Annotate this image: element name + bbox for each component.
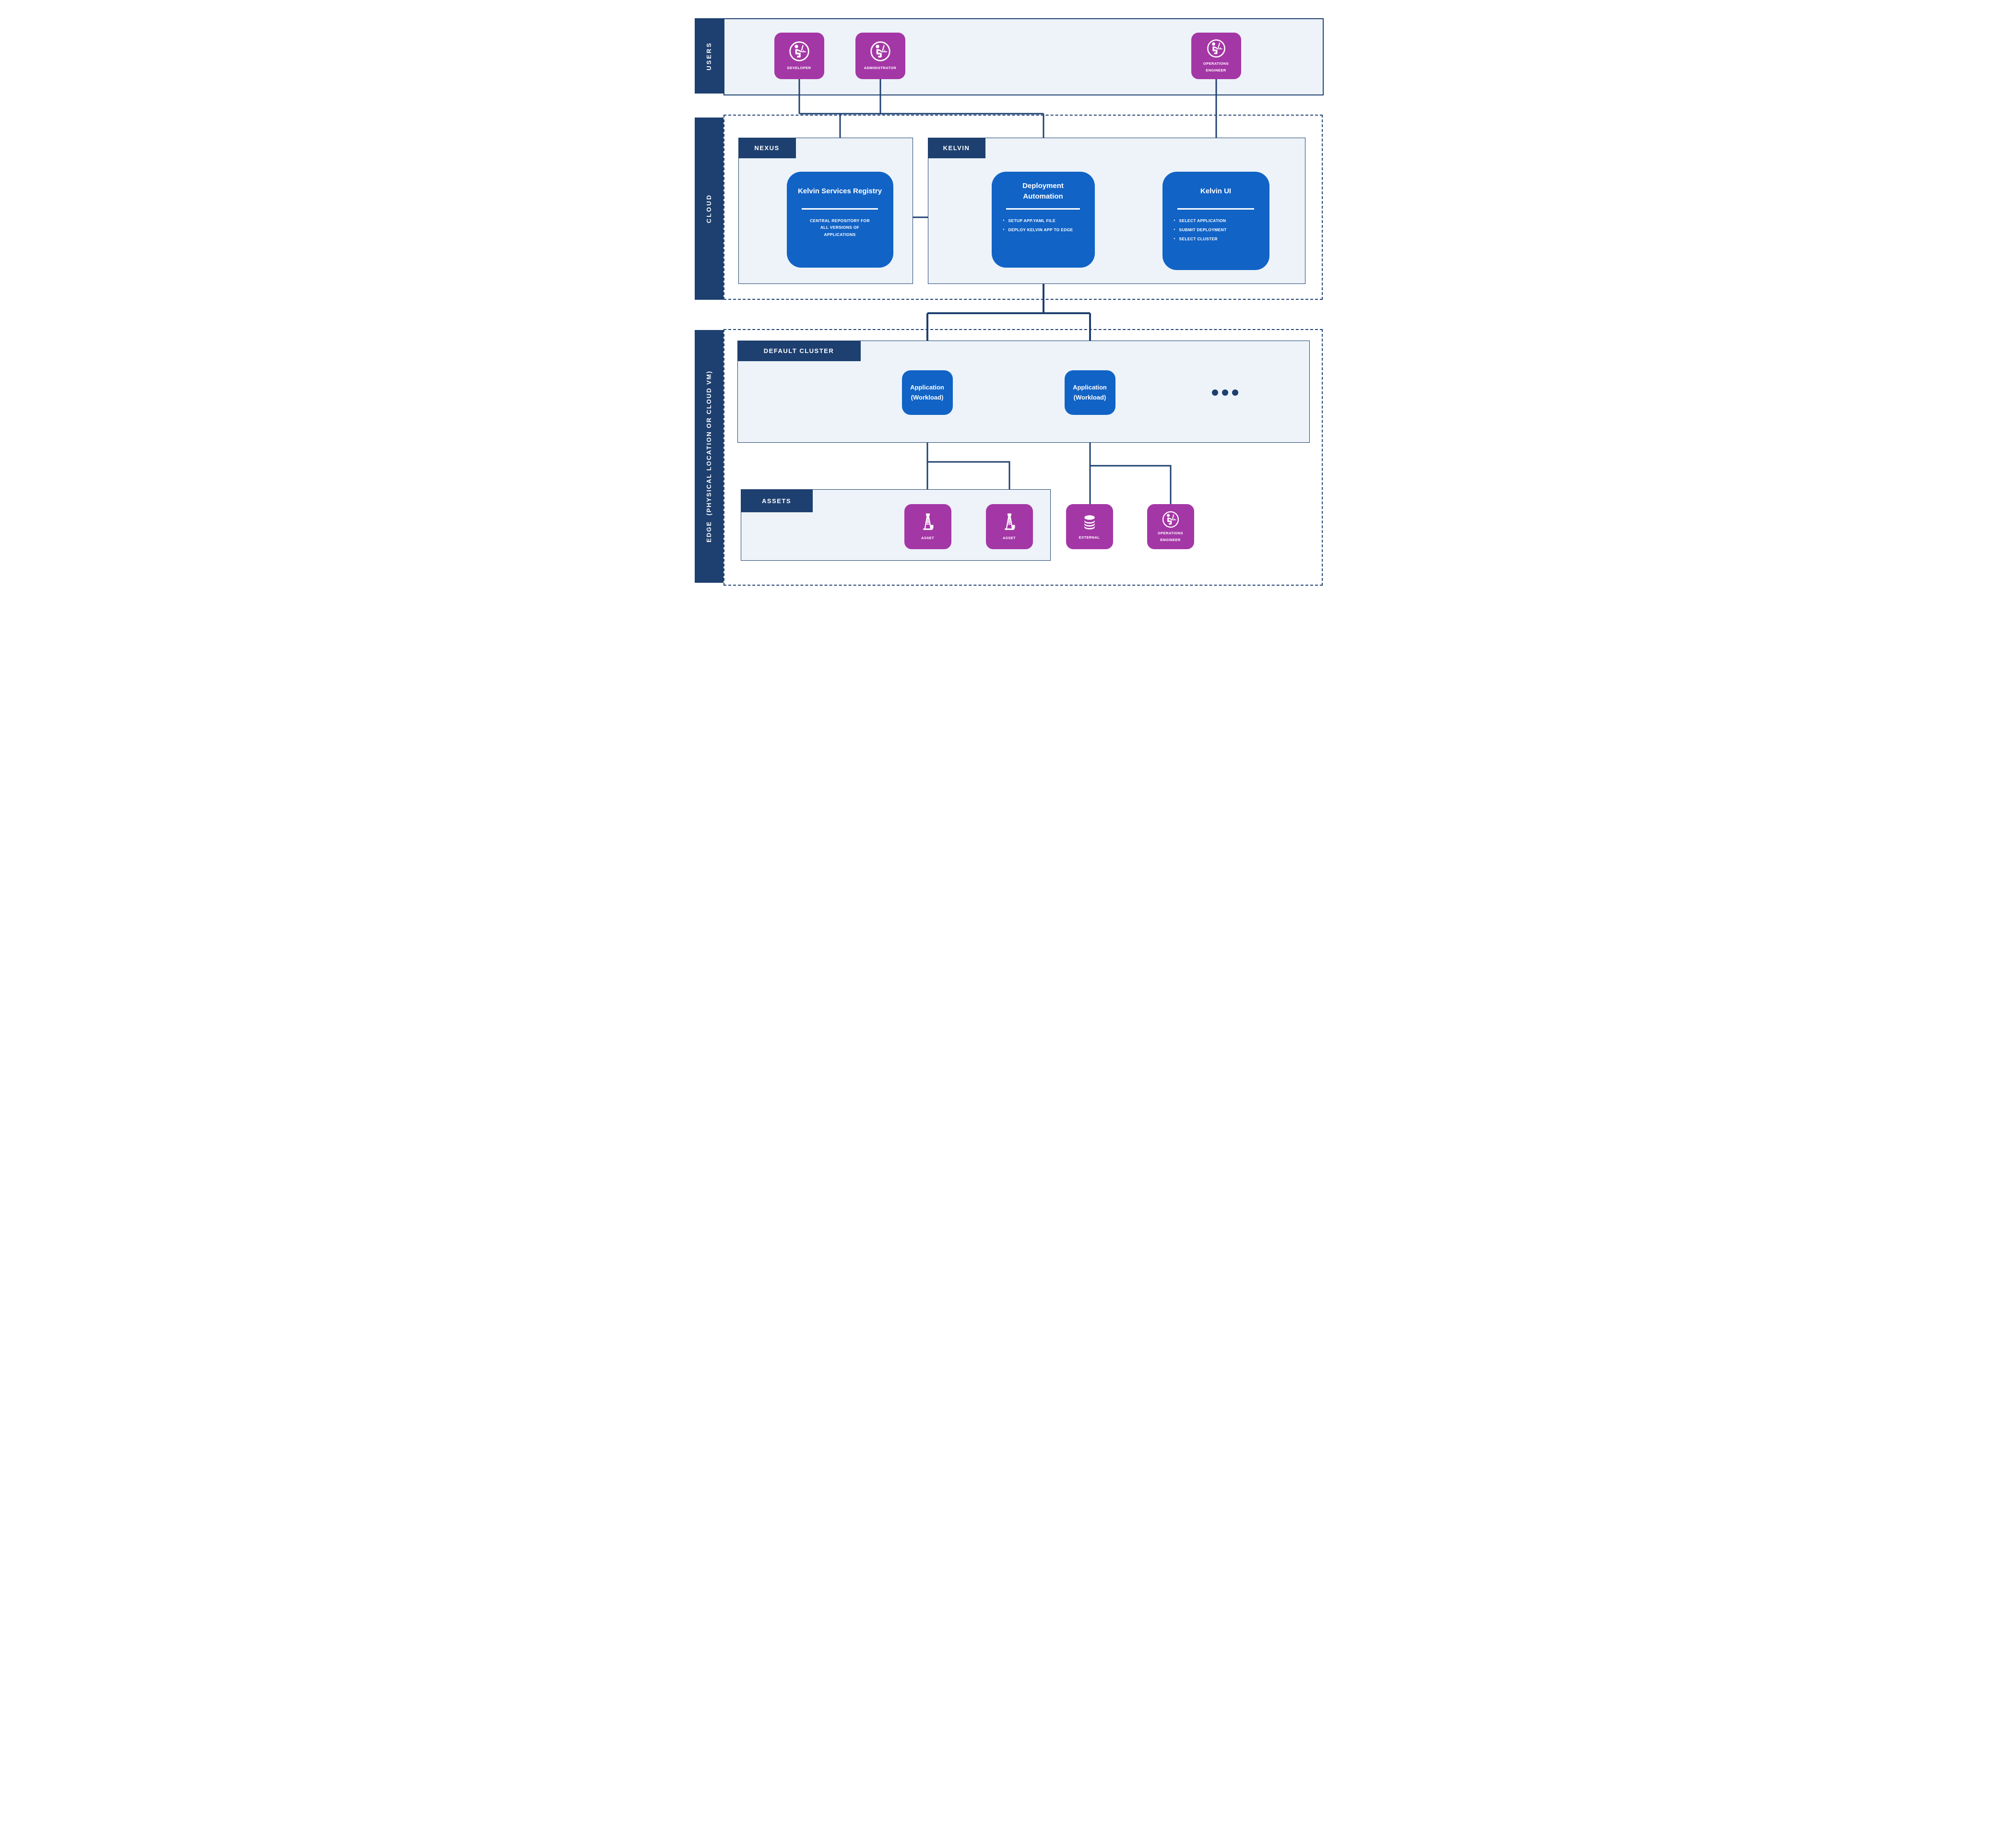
kelvin-panel-label: KELVIN xyxy=(943,144,970,152)
application-workload-box-2: Application (Workload) xyxy=(1064,370,1115,415)
diagram-canvas: USERS DEVELOPER ADMINISTRATOR xyxy=(672,0,1344,609)
default-cluster-tag: DEFAULT CLUSTER xyxy=(737,341,861,361)
bullet-item: SETUP APP.YAML FILE xyxy=(1003,218,1095,223)
kelvin-ui-box: Kelvin UI SELECT APPLICATION SUBMIT DEPL… xyxy=(1162,172,1269,270)
deployment-automation-title: Deployment Automation xyxy=(1022,182,1064,200)
operations-engineer-label: OPERATIONS ENGINEER xyxy=(1157,531,1184,542)
asset-card-1: ASSET xyxy=(904,504,951,549)
edge-band-label: EDGE (PHYSICAL LOCATION OR CLOUD VM) xyxy=(705,370,712,542)
kelvin-ui-divider xyxy=(1177,208,1255,210)
bullet-item: DEPLOY KELVIN APP TO EDGE xyxy=(1003,227,1095,232)
asset-label: ASSET xyxy=(1002,536,1016,541)
operations-engineer-label: OPERATIONS ENGINEER xyxy=(1203,61,1229,72)
deployment-automation-divider xyxy=(1006,208,1080,210)
more-apps-ellipsis-icon xyxy=(1211,389,1238,396)
registry-title: Kelvin Services Registry xyxy=(797,187,882,196)
connector-app2-to-opsengineer xyxy=(1090,465,1171,504)
registry-divider xyxy=(801,208,878,210)
person-at-computer-icon xyxy=(1207,39,1225,58)
deployment-automation-box: Deployment Automation SETUP APP.YAML FIL… xyxy=(991,172,1095,268)
users-band-label: USERS xyxy=(705,41,712,71)
cloud-band-label: CLOUD xyxy=(705,194,712,224)
nexus-panel-label: NEXUS xyxy=(754,144,780,152)
kelvin-services-registry-box: Kelvin Services Registry CENTRAL REPOSIT… xyxy=(786,172,893,268)
bullet-item: SELECT CLUSTER xyxy=(1174,236,1269,241)
bullet-item: SELECT APPLICATION xyxy=(1174,218,1269,223)
kelvin-ui-title: Kelvin UI xyxy=(1200,187,1232,196)
person-at-computer-icon xyxy=(789,41,809,61)
ellipsis-dot xyxy=(1221,389,1228,396)
ellipsis-dot xyxy=(1232,389,1238,396)
edge-band-label-block: EDGE (PHYSICAL LOCATION OR CLOUD VM) xyxy=(694,330,723,583)
deployment-automation-bullets: SETUP APP.YAML FILE DEPLOY KELVIN APP TO… xyxy=(992,218,1095,236)
external-card: EXTERNAL xyxy=(1066,504,1113,549)
kelvin-ui-title-wrap: Kelvin UI xyxy=(1162,172,1269,206)
person-at-computer-icon xyxy=(870,41,890,61)
developer-card: DEVELOPER xyxy=(774,33,824,79)
database-icon xyxy=(1084,515,1095,530)
operations-engineer-card-top: OPERATIONS ENGINEER xyxy=(1191,33,1241,79)
asset-card-2: ASSET xyxy=(985,504,1033,549)
oil-derrick-icon xyxy=(923,513,933,530)
application-title: Application (Workload) xyxy=(910,383,944,401)
kelvin-ui-bullets: SELECT APPLICATION SUBMIT DEPLOYMENT SEL… xyxy=(1162,218,1269,246)
assets-panel-tag: ASSETS xyxy=(740,489,813,512)
registry-description: CENTRAL REPOSITORY FOR ALL VERSIONS OF A… xyxy=(810,218,870,237)
oil-derrick-icon xyxy=(1004,513,1015,530)
administrator-card: ADMINISTRATOR xyxy=(855,33,905,79)
default-cluster-label: DEFAULT CLUSTER xyxy=(763,347,834,354)
person-at-computer-icon xyxy=(1162,511,1179,528)
administrator-label: ADMINISTRATOR xyxy=(864,66,897,71)
users-band-label-block: USERS xyxy=(694,18,723,94)
cloud-band-label-block: CLOUD xyxy=(694,118,723,300)
ellipsis-dot xyxy=(1211,389,1218,396)
application-workload-box-1: Application (Workload) xyxy=(901,370,953,415)
kelvin-panel-tag: KELVIN xyxy=(927,138,985,158)
operations-engineer-card-bottom: OPERATIONS ENGINEER xyxy=(1147,504,1194,549)
bullet-item: SUBMIT DEPLOYMENT xyxy=(1174,227,1269,232)
external-label: EXTERNAL xyxy=(1079,535,1100,540)
nexus-panel-tag: NEXUS xyxy=(738,138,796,158)
assets-panel-label: ASSETS xyxy=(761,497,791,505)
developer-label: DEVELOPER xyxy=(787,66,811,71)
application-title: Application (Workload) xyxy=(1073,383,1107,401)
asset-label: ASSET xyxy=(921,536,934,541)
deployment-automation-title-wrap: Deployment Automation xyxy=(992,172,1095,206)
registry-title-wrap: Kelvin Services Registry xyxy=(787,172,893,206)
